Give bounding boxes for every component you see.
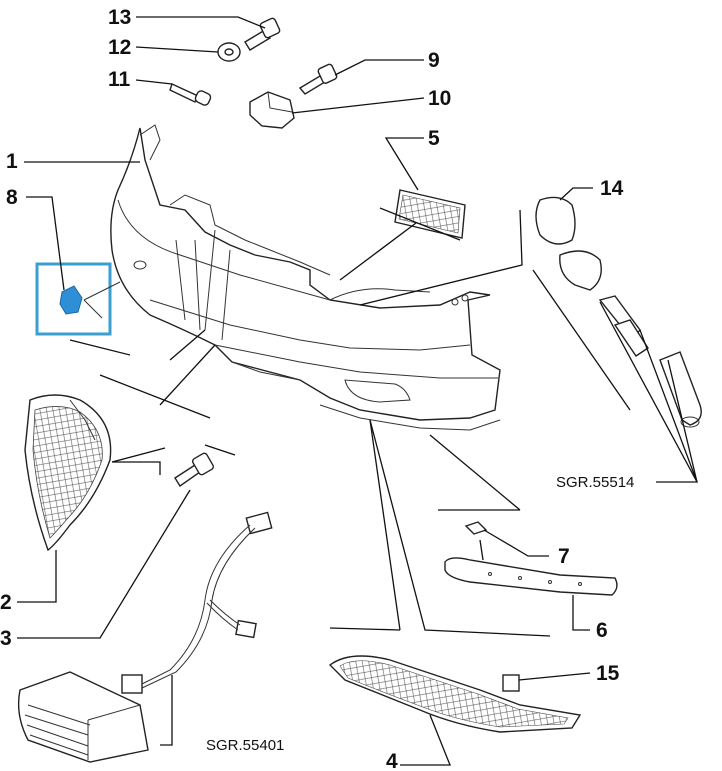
callout-3: 3 — [0, 627, 12, 650]
reference-fog-lamp-wiring: SGR.55401 — [206, 737, 284, 754]
clip-7-drawing — [464, 521, 488, 535]
lower-strip-drawing — [444, 557, 618, 596]
callout-4: 4 — [386, 750, 398, 771]
bracket-10-drawing — [249, 91, 295, 129]
part-8-highlight — [35, 262, 121, 336]
callout-1: 1 — [6, 150, 18, 173]
callout-8: 8 — [6, 186, 18, 209]
lower-grille-drawing — [328, 655, 582, 733]
reference-codes: SGR.55514 SGR.55401 — [206, 474, 634, 754]
callout-10: 10 — [428, 87, 451, 110]
callout-labels: 13 12 11 9 10 1 5 14 8 2 3 7 6 15 4 — [0, 6, 624, 771]
callout-9: 9 — [428, 49, 440, 72]
label-15-drawing — [502, 674, 520, 692]
callout-15: 15 — [596, 662, 620, 685]
callout-14: 14 — [600, 177, 624, 200]
callout-6: 6 — [596, 619, 608, 642]
leader-lines — [17, 16, 699, 766]
washer-12-drawing — [217, 42, 241, 62]
callout-2: 2 — [0, 591, 12, 614]
callout-11: 11 — [108, 68, 131, 91]
callout-5: 5 — [428, 127, 440, 150]
callout-13: 13 — [108, 6, 131, 29]
callout-7: 7 — [558, 545, 570, 568]
screw-11-drawing — [169, 83, 212, 106]
screw-9-drawing — [298, 63, 338, 95]
side-grille-drawing — [24, 394, 112, 552]
screw-13-drawing — [244, 17, 281, 51]
fog-lamp-harness-drawing — [17, 511, 273, 763]
screw-3-drawing — [174, 452, 215, 487]
front-bumper-drawing — [110, 124, 501, 431]
callout-12: 12 — [108, 36, 131, 59]
reference-headlamp-washer: SGR.55514 — [556, 474, 634, 491]
